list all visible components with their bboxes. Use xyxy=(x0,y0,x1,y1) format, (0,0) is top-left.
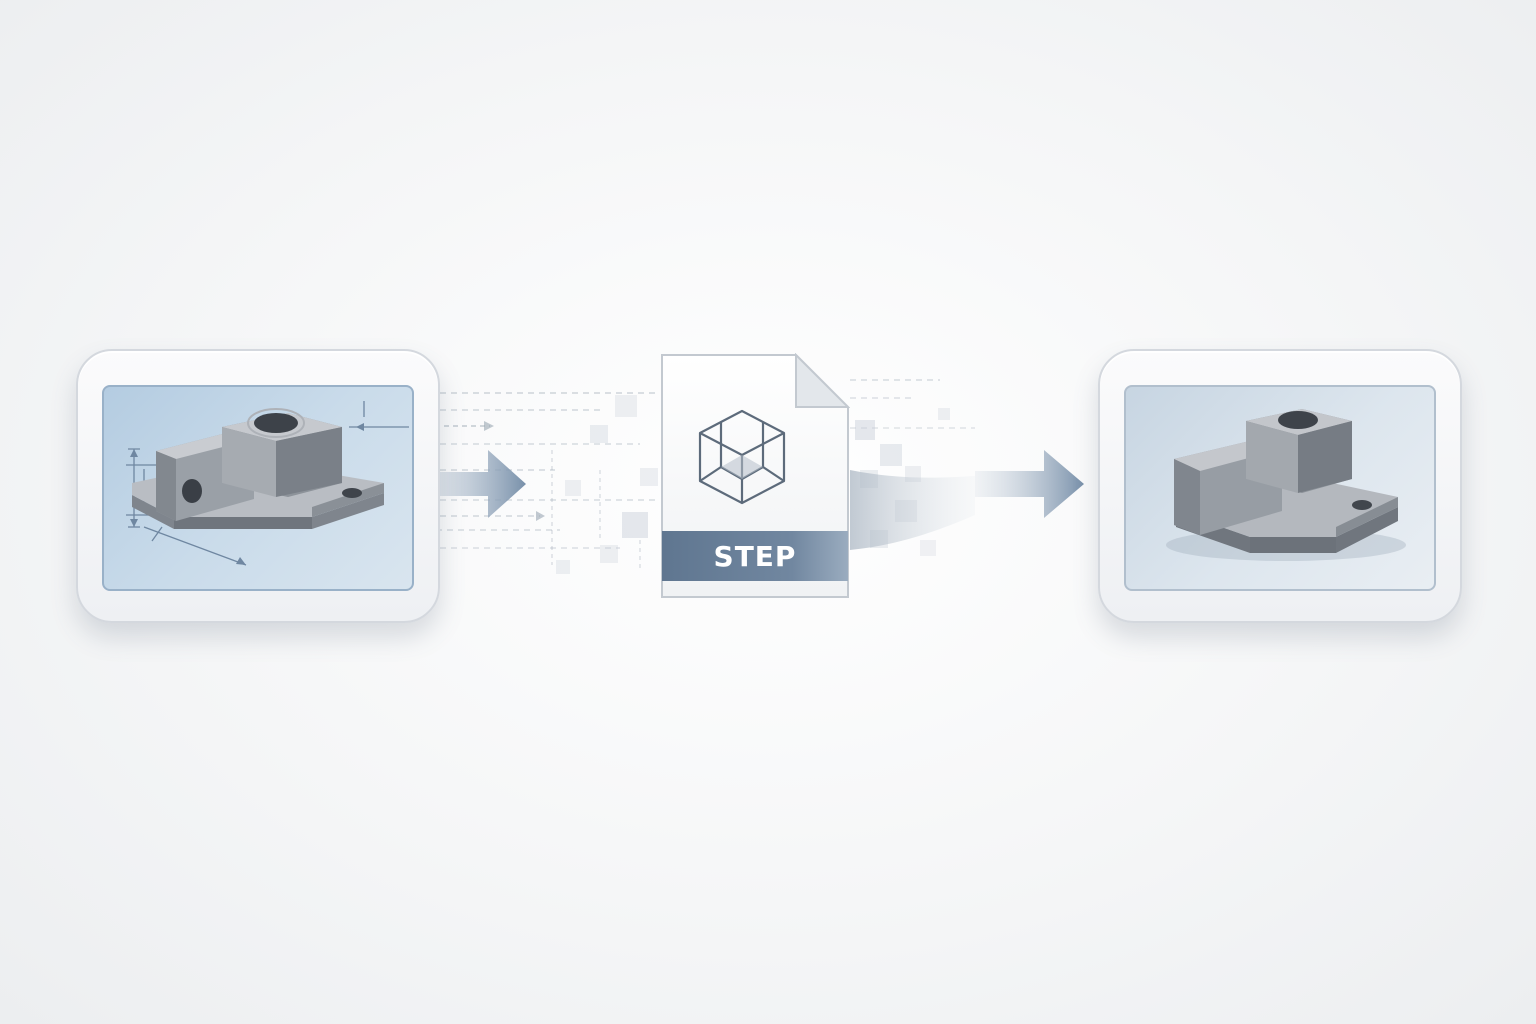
solid-cad-part-icon xyxy=(1166,409,1406,561)
wireframe-cube-icon xyxy=(698,409,786,505)
file-format-label-band: STEP xyxy=(662,531,848,581)
arrow-to-step-file xyxy=(410,450,526,518)
source-cad-viewport xyxy=(102,385,414,591)
step-file-document: STEP xyxy=(660,353,850,599)
file-format-label: STEP xyxy=(713,539,797,573)
arrow-to-target-part xyxy=(975,450,1084,518)
data-ribbon xyxy=(850,470,975,550)
source-cad-panel xyxy=(76,349,440,623)
annotated-cad-part-icon xyxy=(126,401,409,566)
target-cad-panel xyxy=(1098,349,1462,623)
target-cad-viewport xyxy=(1124,385,1436,591)
